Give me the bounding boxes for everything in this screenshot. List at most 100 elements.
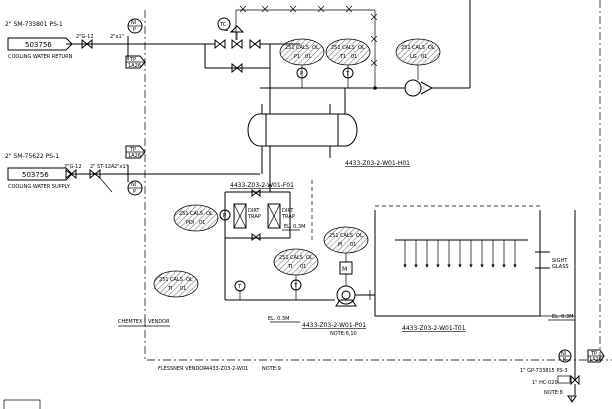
note-flag-triangle	[567, 395, 577, 403]
svg-text:TP: TP	[129, 57, 136, 63]
bypass-valve[interactable]	[231, 62, 243, 74]
note-flag-number: 1	[570, 397, 573, 403]
svg-text:CALS: CALS	[290, 255, 303, 261]
heat-exchanger[interactable]: 4433-Z03-2-W01-H01	[247, 88, 410, 167]
svg-text:OL: OL	[356, 233, 363, 239]
outlet-valve[interactable]	[570, 374, 580, 386]
supply-label: COOLING WATER SUPPLY	[8, 184, 71, 190]
svg-text:01: 01	[351, 54, 357, 60]
instrument-ni-top[interactable]: NI P	[127, 18, 143, 34]
svg-text:DIRT: DIRT	[282, 208, 294, 214]
block-valve-2[interactable]	[249, 38, 261, 50]
pump-p01[interactable]: M 4433-Z03-2-W01-P01 NOTE:6,10	[302, 253, 375, 337]
supply-line-tag: 2" SM-75622 PS-1	[5, 153, 59, 160]
dirt-trap-2[interactable]	[267, 203, 281, 229]
svg-text:CALS: CALS	[190, 211, 203, 217]
tank-t01[interactable]: SIGHT GLASS 4433-Z03-2-W01-T01	[374, 205, 569, 332]
svg-text:251: 251	[331, 45, 341, 51]
svg-text:TRAP: TRAP	[247, 214, 261, 220]
vendor-boundary	[144, 10, 612, 361]
title-block-fragment	[3, 399, 41, 409]
return-valve-tag: 2"G-12	[76, 34, 94, 40]
bubble-t1[interactable]: T	[342, 65, 354, 88]
bubble-p2[interactable]: P	[219, 209, 231, 221]
svg-text:01: 01	[305, 54, 311, 60]
svg-text:P: P	[300, 71, 303, 77]
instrument-tp-top[interactable]: TP 1A26	[125, 55, 146, 69]
return-label: COOLING WATER RETURN	[8, 54, 73, 60]
supply-offpage-flag	[7, 167, 73, 181]
svg-text:1A26: 1A26	[128, 153, 141, 159]
outlet-note: NOTE:8	[544, 390, 563, 396]
svg-text:OL: OL	[186, 277, 193, 283]
svg-text:T: T	[345, 71, 350, 77]
cloud-tag-2: 251 CALS OL T1 01	[325, 38, 371, 66]
vendor-bottom-label: FLESSNER VENDOR	[158, 366, 207, 372]
vendor-bottom-note: NOTE:9	[262, 366, 281, 372]
instrument-tp-supply[interactable]: TP 1A26	[125, 145, 146, 159]
cloud-tag-6: 251 CALS OL TI 01	[273, 248, 319, 276]
svg-text:CALS: CALS	[340, 233, 353, 239]
return-line-id: 503756	[25, 41, 52, 49]
return-offpage-flag	[7, 37, 73, 51]
instrument-tc[interactable]: TC	[217, 17, 237, 33]
bubble-t2[interactable]: T	[234, 280, 246, 300]
x-marks	[239, 5, 378, 67]
cloud-tag-1: 251 CALS OL P1 01	[279, 38, 325, 66]
outlet-line: 1" GP-733815 PS-3 1" HC-020 NOTE:8 1	[520, 368, 580, 403]
svg-text:TP: TP	[590, 351, 597, 357]
svg-text:251: 251	[279, 255, 289, 261]
bubble-p1[interactable]: P	[296, 65, 308, 88]
heat-exchanger-tag: 4433-Z03-2-W01-H01	[345, 160, 410, 167]
svg-text:01: 01	[199, 220, 205, 226]
svg-text:CALS: CALS	[412, 45, 425, 51]
instrument-ni-outlet[interactable]: NI P	[558, 349, 572, 363]
svg-text:251: 251	[179, 211, 189, 217]
filter-station: 4433-Z03-2-W01-F01 DIRT TRAP DIRT TRAP E…	[224, 165, 313, 300]
return-reducer-tag: 2"x1"	[110, 34, 124, 40]
svg-text:TI: TI	[287, 264, 293, 270]
vendor-bottom-tag: 4433-Z03-2-W01	[206, 366, 248, 372]
tank-tag: 4433-Z03-2-W01-T01	[402, 325, 466, 332]
cloud-tag-3: 251 CALS OL LG 01	[395, 38, 441, 66]
vendor-left: CHEMTEX	[118, 319, 143, 325]
svg-text:LG: LG	[410, 54, 417, 60]
supply-strainer-tag: 2" ST-12A	[90, 164, 115, 170]
block-valve-1[interactable]	[214, 38, 226, 50]
svg-text:P: P	[223, 213, 226, 219]
filter-tag: 4433-Z03-2-W01-F01	[230, 182, 294, 189]
instrument-ni-supply[interactable]: NI P	[127, 180, 143, 196]
dirt-trap-1[interactable]	[233, 203, 247, 229]
bypass-loop	[235, 5, 378, 88]
pump-elevation: EL. 0.3M	[268, 316, 289, 322]
cloud-tag-7: 251 CALS OL TI 01	[153, 270, 199, 298]
pump-note: NOTE:6,10	[330, 331, 357, 337]
svg-text:CALS: CALS	[296, 45, 309, 51]
supply-strainer[interactable]	[89, 168, 101, 180]
cooling-water-return: 2" SM-733801 PS-1 503756 COOLING WATER R…	[5, 21, 215, 60]
pump-tag: 4433-Z03-2-W01-P01	[302, 322, 366, 329]
svg-text:M: M	[342, 266, 347, 273]
outlet-line-tag: 1" GP-733815 PS-3	[520, 368, 568, 374]
filter-outlet-valve[interactable]	[251, 233, 261, 241]
cloud-tag-4: 251 CALS OL PDI 01	[173, 204, 219, 232]
supply-reducer-tag: 2"x1"	[114, 164, 128, 170]
filter-inlet-valve[interactable]	[251, 189, 261, 197]
svg-text:P1: P1	[294, 54, 300, 60]
supply-valve-tag: 2"G-12	[64, 164, 82, 170]
svg-text:OL: OL	[312, 45, 319, 51]
svg-text:251: 251	[401, 45, 411, 51]
return-gate-valve[interactable]	[81, 38, 93, 50]
svg-text:OL: OL	[206, 211, 213, 217]
circulation-pump-top[interactable]	[404, 0, 471, 97]
svg-text:251: 251	[285, 45, 295, 51]
control-valve[interactable]	[231, 38, 243, 50]
instrument-tp-outlet[interactable]: TP 1A26	[587, 349, 605, 363]
control-valve-station	[204, 25, 271, 88]
supply-gate-valve[interactable]	[65, 168, 77, 180]
svg-text:P: P	[563, 357, 566, 363]
bubble-t3[interactable]: T	[290, 275, 302, 300]
svg-text:01: 01	[300, 264, 306, 270]
svg-text:T: T	[237, 284, 242, 290]
